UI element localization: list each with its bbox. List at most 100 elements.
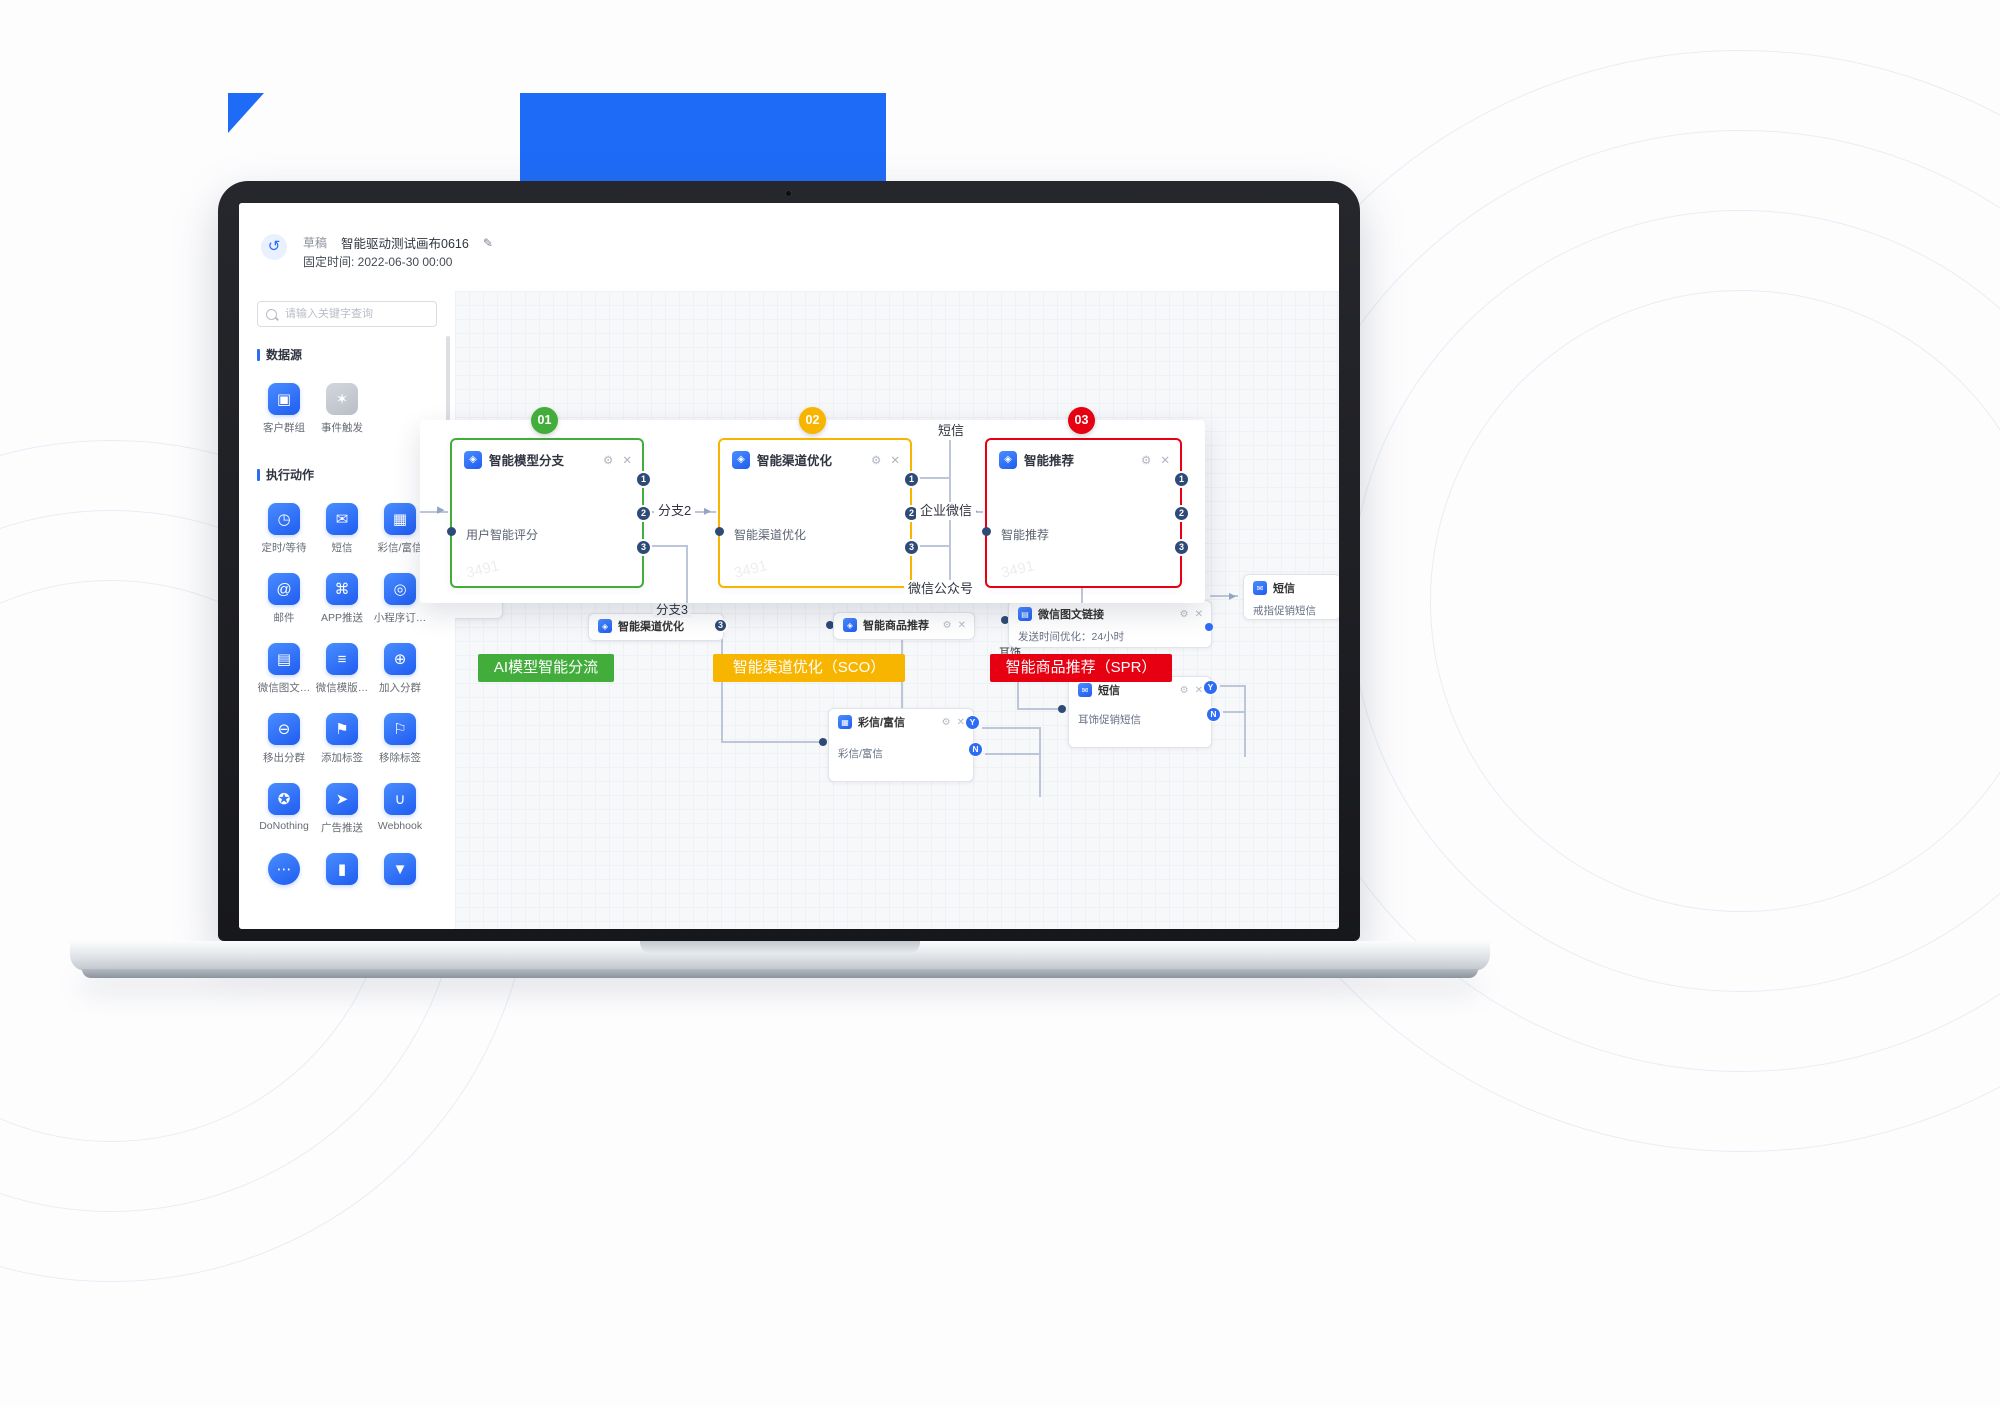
connector-line <box>1210 595 1238 597</box>
gear-icon[interactable]: ⚙ <box>1141 454 1152 467</box>
email-icon: @ <box>268 573 300 605</box>
connector-line <box>910 477 950 479</box>
trash-icon[interactable]: ✕ <box>957 619 966 631</box>
gear-icon[interactable]: ⚙ <box>871 454 882 467</box>
connector-line <box>642 545 688 547</box>
action-item-ad-push[interactable]: ➤广告推送 <box>313 783 371 853</box>
port-3-handle[interactable]: 3 <box>903 539 920 556</box>
webhook-icon: ∪ <box>384 783 416 815</box>
node-card-smart-model-branch[interactable]: ◈ 智能模型分支 ⚙ ✕ 用户智能评分 3491 1 2 3 <box>447 438 652 588</box>
sidebar: 数据源 ▣ 客户群组 ✶ 事件触发 执行动作 <box>239 291 456 929</box>
output-port-dot[interactable] <box>1205 623 1213 631</box>
action-item-add-tag[interactable]: ⚑添加标签 <box>313 713 371 783</box>
connector-line <box>1220 685 1246 687</box>
trash-icon[interactable]: ✕ <box>1194 608 1203 620</box>
edit-title-icon[interactable]: ✎ <box>482 235 493 250</box>
connector-line <box>1244 685 1246 757</box>
node-icon: ◈ <box>732 450 750 469</box>
branch2-label: 分支2 <box>654 502 696 520</box>
action-item-remove-segment[interactable]: ⊖移出分群 <box>255 713 313 783</box>
datasource-item-event-trigger[interactable]: ✶ 事件触发 <box>313 383 371 453</box>
action-item-wechat-article[interactable]: ▤微信图文… <box>255 643 313 713</box>
node-sms-earring-promo[interactable]: ✉ 短信 ⚙ ✕ 耳饰促销短信 Y N <box>1068 676 1221 748</box>
action-item-app-push[interactable]: ⌘APP推送 <box>313 573 371 643</box>
port-1-handle[interactable]: 1 <box>635 471 652 488</box>
item-label: 客户群组 <box>263 422 305 434</box>
action-item-sms[interactable]: ✉短信 <box>313 503 371 573</box>
fixed-time-label: 固定时间: 2022-06-30 00:00 <box>303 255 453 269</box>
port-1-handle[interactable]: 1 <box>903 471 920 488</box>
input-port-dot[interactable] <box>982 527 991 536</box>
gear-icon[interactable]: ⚙ <box>603 454 614 467</box>
node-sms-ring-promo[interactable]: ✉ 短信 戒指促销短信 <box>1243 574 1339 620</box>
node-card-smart-channel-optimize[interactable]: ◈ 智能渠道优化 ⚙ ✕ 智能渠道优化 3491 1 2 3 <box>715 438 920 588</box>
search-box[interactable] <box>257 301 437 327</box>
port-3-handle[interactable]: 3 <box>713 618 728 633</box>
port-no-handle[interactable]: N <box>968 742 983 757</box>
donothing-icon: ✪ <box>268 783 300 815</box>
action-item-extra-1[interactable]: ⋯ <box>255 853 313 923</box>
node-wechat-article-link[interactable]: ▤ 微信图文链接 ⚙ ✕ 发送时间优化：24小时 <box>1008 600 1212 648</box>
search-input[interactable] <box>283 307 428 321</box>
port-1-handle[interactable]: 1 <box>1173 471 1190 488</box>
filter-icon: ▼ <box>384 853 416 885</box>
node-smart-product-recommend-header[interactable]: ◈ 智能商品推荐 ⚙ ✕ <box>833 612 975 640</box>
action-item-join-segment[interactable]: ⊕ 加入分群 <box>371 643 429 713</box>
action-item-mms[interactable]: ▦彩信/富信 <box>371 503 429 573</box>
port-no-handle[interactable]: N <box>1206 707 1221 722</box>
input-port-dot[interactable] <box>715 527 724 536</box>
port-3-handle[interactable]: 3 <box>1173 539 1190 556</box>
input-port-dot[interactable] <box>826 621 834 629</box>
item-label: 加入分群 <box>379 682 421 694</box>
watermark: 3491 <box>732 557 769 582</box>
trash-icon[interactable]: ✕ <box>956 716 965 728</box>
connector-line <box>1017 708 1063 710</box>
gear-icon[interactable]: ⚙ <box>1179 684 1189 696</box>
back-button[interactable]: ↺ <box>261 234 287 260</box>
input-port-dot[interactable] <box>1058 705 1066 713</box>
trash-icon[interactable]: ✕ <box>1160 454 1170 467</box>
action-item-extra-2[interactable]: ▮ <box>313 853 371 923</box>
action-item-donothing[interactable]: ✪DoNothing <box>255 783 313 853</box>
action-item-timer[interactable]: ◷定时/等待 <box>255 503 313 573</box>
action-item-extra-3[interactable]: ▼ <box>371 853 429 923</box>
input-port-dot[interactable] <box>1001 616 1009 624</box>
input-port-dot[interactable] <box>819 738 827 746</box>
trash-icon[interactable]: ✕ <box>890 454 900 467</box>
datasource-item-customer-group[interactable]: ▣ 客户群组 <box>255 383 313 453</box>
step-badge-01: 01 <box>531 407 558 434</box>
node-icon: ◈ <box>843 618 857 632</box>
node-mms[interactable]: ▦ 彩信/富信 ⚙ ✕ 彩信/富信 Y N <box>828 708 983 782</box>
port-2-handle[interactable]: 2 <box>635 505 652 522</box>
flow-canvas[interactable]: ▸ ◈ 智能渠道优化 3 <box>455 291 1339 929</box>
node-title: 彩信/富信 <box>858 717 906 729</box>
input-port-dot[interactable] <box>447 527 456 536</box>
action-item-email[interactable]: @邮件 <box>255 573 313 643</box>
sms-icon: ✉ <box>1253 581 1267 595</box>
port-yes-handle[interactable]: Y <box>1203 680 1218 695</box>
laptop-bezel: ↺ 草稿 智能驱动测试画布0616 ✎ 固定时间: 2022-06-30 00:… <box>218 181 1360 941</box>
trash-icon[interactable]: ✕ <box>1194 684 1203 696</box>
sidebar-scrollbar[interactable] <box>446 336 450 468</box>
item-label: 添加标签 <box>321 752 363 764</box>
remove-segment-icon: ⊖ <box>268 713 300 745</box>
node-body: 耳饰促销短信 <box>1078 714 1141 726</box>
node-title: 智能推荐 <box>1024 454 1075 468</box>
port-2-handle[interactable]: 2 <box>1173 505 1190 522</box>
action-item-miniprogram[interactable]: ◎小程序订… <box>371 573 429 643</box>
trash-icon[interactable]: ✕ <box>622 454 632 467</box>
connector-line <box>1081 586 1083 603</box>
action-item-remove-tag[interactable]: ⚐移除标签 <box>371 713 429 783</box>
gear-icon[interactable]: ⚙ <box>942 619 952 631</box>
port-3-handle[interactable]: 3 <box>635 539 652 556</box>
action-item-webhook[interactable]: ∪Webhook <box>371 783 429 853</box>
gear-icon[interactable]: ⚙ <box>941 716 951 728</box>
node-card-smart-recommend[interactable]: ◈ 智能推荐 ⚙ ✕ 智能推荐 3491 1 2 3 <box>982 438 1190 588</box>
node-title: 智能渠道优化 <box>757 454 833 468</box>
port-yes-handle[interactable]: Y <box>965 715 980 730</box>
section-title: 执行动作 <box>266 468 315 482</box>
node-icon: ◈ <box>999 450 1017 469</box>
join-segment-icon: ⊕ <box>384 643 416 675</box>
action-item-wechat-template[interactable]: ≡微信模版… <box>313 643 371 713</box>
gear-icon[interactable]: ⚙ <box>1179 608 1189 620</box>
